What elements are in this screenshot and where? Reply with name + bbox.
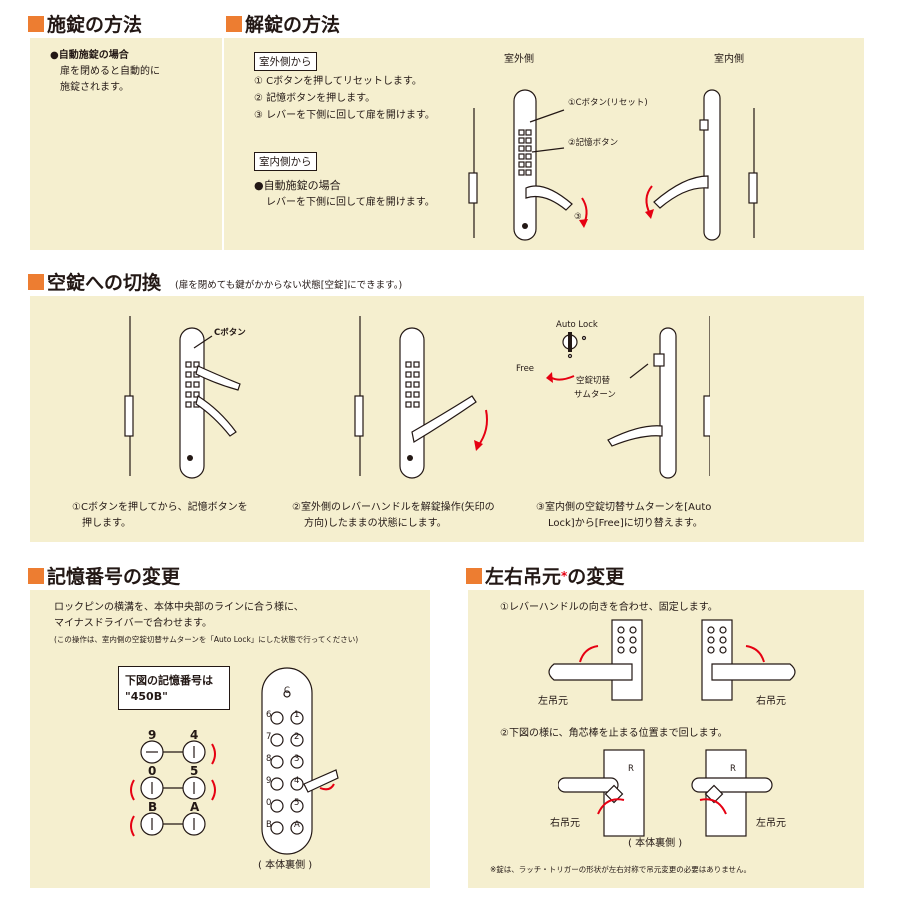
code-box-line1: 下図の記憶番号は bbox=[125, 674, 213, 687]
code-back-label: ( 本体裏側 ) bbox=[258, 860, 313, 871]
strip-c: C bbox=[284, 686, 290, 696]
code-box-line2: "450B" bbox=[125, 690, 168, 703]
thumbturn-label-2: サムターン bbox=[574, 390, 616, 400]
pin-row-3 bbox=[140, 812, 206, 836]
strip-left-4: 0 bbox=[266, 798, 272, 808]
free-label: Free bbox=[516, 364, 535, 374]
pin-label-5: 5 bbox=[190, 764, 199, 778]
unlocking-heading: 解錠の方法 bbox=[226, 10, 340, 37]
code-change-heading: 記憶番号の変更 bbox=[28, 562, 180, 589]
callout-step-3: ③ bbox=[574, 212, 582, 222]
unlocking-illustration bbox=[468, 89, 758, 241]
locking-heading: 施錠の方法 bbox=[28, 10, 142, 37]
code-change-panel: ロックピンの横溝を、本体中央部のラインに合う様に、 マイナスドライバーで合わせま… bbox=[30, 590, 430, 888]
outside-tag: 室外側から bbox=[254, 52, 317, 71]
code-text-2: マイナスドライバーで合わせます。 bbox=[54, 618, 212, 629]
strip-right-5: A bbox=[294, 820, 300, 830]
locking-auto-text-2: 施錠されます。 bbox=[60, 82, 129, 93]
outside-step-1: ① Cボタンを押してリセットします。 bbox=[254, 76, 422, 87]
section-marker bbox=[466, 567, 482, 584]
r-label-left: R bbox=[628, 764, 634, 774]
free-step1-line2: 押します。 bbox=[82, 518, 131, 529]
pin-label-9: 9 bbox=[148, 728, 157, 742]
locking-panel: ●自動施錠の場合 扉を閉めると自動的に 施錠されます。 bbox=[30, 38, 222, 250]
handing-step1: ①レバーハンドルの向きを合わせ、固定します。 bbox=[500, 602, 718, 613]
inside-auto-text: レバーを下側に回して扉を開けます。 bbox=[266, 197, 435, 208]
outside-keypad bbox=[518, 129, 532, 176]
handing-left-label-2: 左吊元 bbox=[756, 818, 786, 829]
section-marker bbox=[28, 567, 44, 584]
free-step2-line1: ②室外側のレバーハンドルを解錠操作(矢印の bbox=[292, 502, 495, 513]
strip-right-2: 3 bbox=[294, 754, 300, 764]
thumbturn-label-1: 空錠切替 bbox=[576, 376, 611, 386]
strip-right-1: 2 bbox=[294, 732, 300, 742]
strip-right-3: 4 bbox=[294, 776, 300, 786]
free-heading: 空錠への切換 (扉を閉めても鍵がかからない状態[空錠]にできます。) bbox=[28, 268, 402, 295]
code-example-box: 下図の記憶番号は "450B" bbox=[118, 666, 230, 710]
handing-asterisk: * bbox=[561, 568, 568, 583]
pin-label-A: A bbox=[190, 800, 200, 814]
handing-heading: 左右吊元*の変更 bbox=[466, 562, 624, 589]
handing-left-label-1: 左吊元 bbox=[538, 696, 568, 707]
strip-left-1: 7 bbox=[266, 732, 272, 742]
pin-row-1 bbox=[140, 740, 206, 764]
callout-c-button: ①Cボタン(リセット) bbox=[568, 98, 648, 108]
outside-step-2: ② 記憶ボタンを押します。 bbox=[254, 93, 376, 104]
section-marker bbox=[28, 15, 44, 32]
handing-step2-illustration bbox=[558, 749, 773, 837]
strip-left-0: 6 bbox=[266, 710, 272, 720]
label-inside: 室内側 bbox=[714, 54, 744, 65]
strip-pins bbox=[270, 711, 304, 835]
free-step2-line2: 方向)したままの状態にします。 bbox=[304, 518, 447, 529]
pin-row-2 bbox=[140, 776, 206, 800]
label-outside: 室外側 bbox=[504, 54, 534, 65]
free-step3-line1: ③室内側の空錠切替サムターンを[Auto bbox=[536, 502, 712, 513]
locking-auto-title: ●自動施錠の場合 bbox=[50, 50, 129, 61]
handing-back-label: ( 本体裏側 ) bbox=[628, 838, 683, 849]
pin-label-0: 0 bbox=[148, 764, 157, 778]
inside-auto-title: ●自動施錠の場合 bbox=[254, 179, 341, 192]
callout-memory-button: ②記憶ボタン bbox=[568, 138, 619, 148]
handing-right-label-2: 右吊元 bbox=[550, 818, 580, 829]
code-note: (この操作は、室内側の空錠切替サムターンを「Auto Lock」にした状態で行っ… bbox=[54, 635, 359, 644]
free-illustration bbox=[124, 316, 710, 479]
code-text-1: ロックピンの横溝を、本体中央部のラインに合う様に、 bbox=[54, 602, 304, 613]
handing-right-label-1: 右吊元 bbox=[756, 696, 786, 707]
r-label-right: R bbox=[730, 764, 736, 774]
number-strip bbox=[261, 667, 339, 855]
pin-grid bbox=[130, 740, 216, 837]
handing-panel: ①レバーハンドルの向きを合わせ、固定します。 左吊元 右吊元 ②下図の様に、角芯… bbox=[468, 590, 864, 888]
handing-step2: ②下図の様に、角芯棒を止まる位置まで回します。 bbox=[500, 728, 728, 739]
pin-label-4: 4 bbox=[190, 728, 199, 742]
free-step1-line1: ①Cボタンを押してから、記憶ボタンを bbox=[72, 502, 248, 513]
strip-right-0: 1 bbox=[294, 710, 300, 720]
free-note: (扉を閉めても鍵がかからない状態[空錠]にできます。) bbox=[175, 279, 403, 291]
inside-tag: 室内側から bbox=[254, 152, 317, 171]
handing-step1-illustration bbox=[548, 619, 796, 701]
locking-auto-text-1: 扉を閉めると自動的に bbox=[60, 66, 160, 77]
strip-right-4: 5 bbox=[294, 798, 300, 808]
c-button-label: Cボタン bbox=[214, 328, 246, 338]
pin-label-B: B bbox=[148, 800, 158, 814]
handing-footnote: ※錠は、ラッチ・トリガーの形状が左右対称で吊元変更の必要はありません。 bbox=[490, 865, 752, 874]
free-step3-line2: Lock]から[Free]に切り替えます。 bbox=[548, 518, 703, 529]
section-marker bbox=[28, 273, 44, 290]
outside-step-3: ③ レバーを下側に回して扉を開けます。 bbox=[254, 110, 435, 121]
step2-keypad bbox=[405, 361, 420, 408]
unlocking-panel: 室外側から ① Cボタンを押してリセットします。 ② 記憶ボタンを押します。 ③… bbox=[224, 38, 864, 250]
section-marker bbox=[226, 15, 242, 32]
strip-left-5: B bbox=[266, 820, 272, 830]
strip-left-2: 8 bbox=[266, 754, 272, 764]
strip-left-3: 9 bbox=[266, 776, 272, 786]
free-panel: Cボタン Auto Lock Free 空錠切替 サムターン ①Cボタンを押して… bbox=[30, 296, 864, 542]
auto-lock-label: Auto Lock bbox=[556, 320, 598, 330]
